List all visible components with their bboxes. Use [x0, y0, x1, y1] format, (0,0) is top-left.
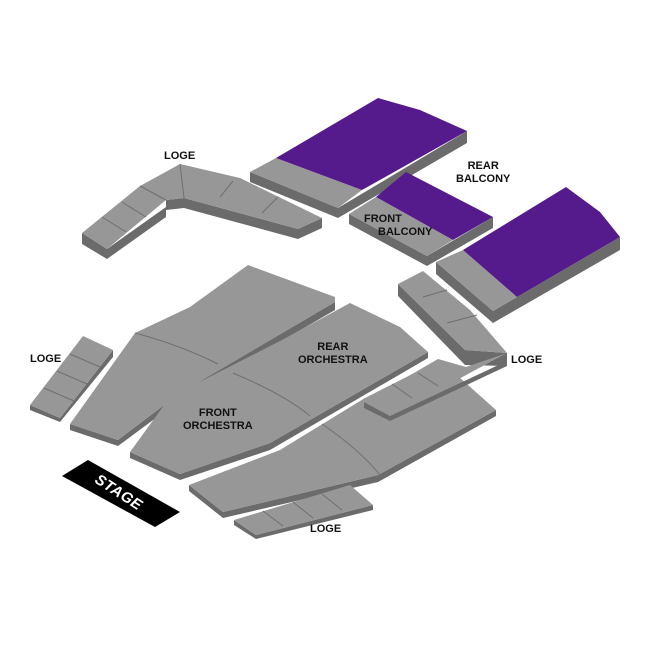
section-orchestra-left-upper[interactable] — [70, 265, 335, 446]
section-rear-balcony-right[interactable] — [436, 187, 620, 323]
stage — [62, 460, 180, 527]
label-loge-bottom: LOGE — [310, 523, 342, 535]
section-rear-balcony-left[interactable] — [250, 98, 467, 218]
label-loge-right: LOGE — [511, 354, 543, 366]
section-loge-right[interactable] — [398, 271, 507, 366]
label-front-orchestra: FRONT ORCHESTRA — [183, 407, 253, 432]
label-front-balcony: FRONT BALCONY — [364, 213, 433, 238]
section-loge-bottom[interactable] — [234, 485, 373, 539]
section-front-rear-orchestra[interactable] — [130, 303, 428, 480]
label-rear-orchestra: REAR ORCHESTRA — [298, 341, 368, 366]
label-loge-left: LOGE — [30, 353, 62, 365]
label-loge-top: LOGE — [164, 150, 196, 162]
label-rear-balcony: REAR BALCONY — [456, 160, 511, 185]
section-loge-right-lower[interactable] — [364, 353, 507, 421]
section-loge-left[interactable] — [30, 336, 113, 422]
section-loge-top[interactable] — [82, 163, 322, 259]
section-front-balcony[interactable] — [349, 172, 493, 266]
